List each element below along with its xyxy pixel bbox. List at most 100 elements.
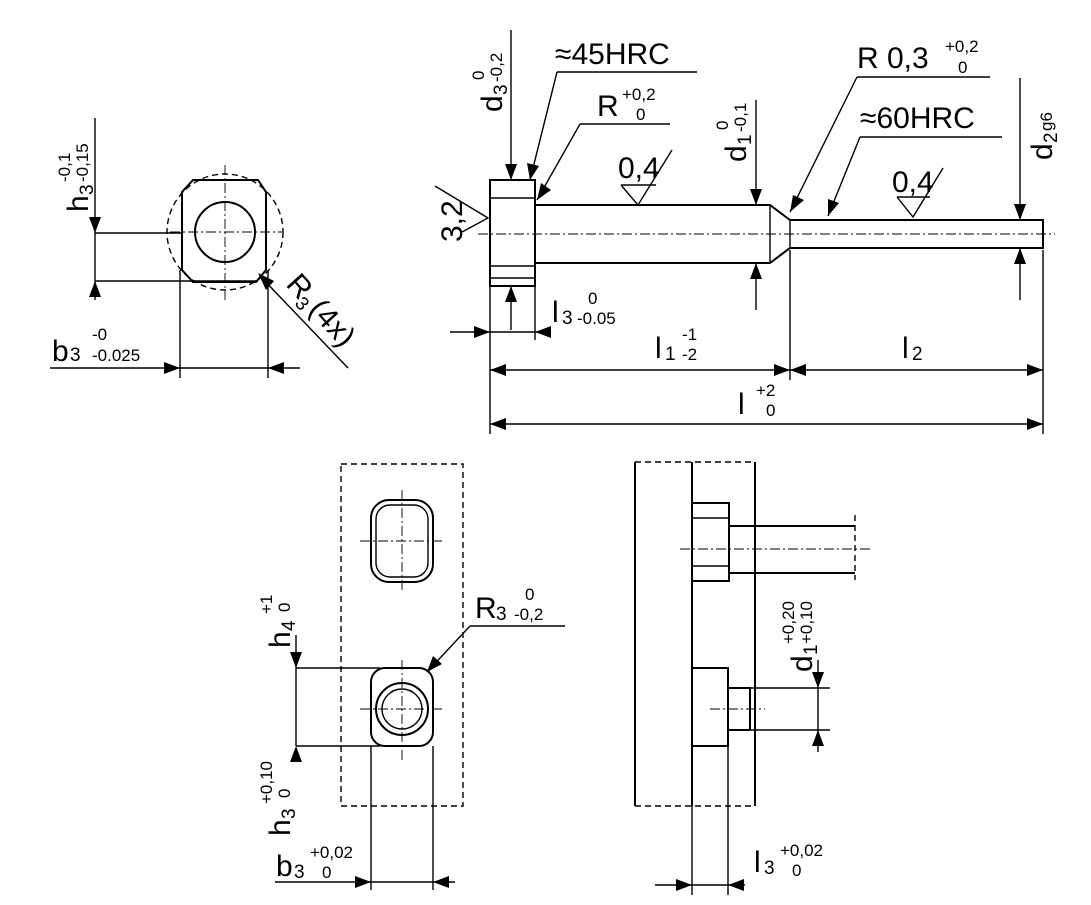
hrc60-label: ≈60HRC xyxy=(860,102,975,135)
svg-text:h: h xyxy=(264,819,297,836)
svg-text:h: h xyxy=(264,631,297,648)
svg-text:-0,1: -0,1 xyxy=(731,103,750,132)
l3-arrow-right xyxy=(535,326,551,338)
plate-b3-tol-upper: +0,02 xyxy=(310,843,353,862)
d2-arrow-top xyxy=(1014,204,1026,220)
svg-text:+0,20: +0,20 xyxy=(779,601,798,644)
upper-pin-head xyxy=(691,502,730,582)
svg-text:1: 1 xyxy=(801,644,822,655)
plate-h3-arrow xyxy=(290,746,302,762)
svg-text:+0,10: +0,10 xyxy=(797,601,816,644)
r-shoulder-tol-lower: 0 xyxy=(958,58,967,77)
r-head-tol-lower: 0 xyxy=(636,105,645,124)
l1-tol-lower: -2 xyxy=(682,345,697,364)
r3-arrow xyxy=(258,273,274,290)
d2-arrow-bottom xyxy=(1014,248,1026,264)
hrc60-arrow xyxy=(828,199,839,216)
r-head-arrow xyxy=(537,183,551,200)
section-d1-label: d 1 +0,20 +0,10 xyxy=(779,601,822,672)
d2-label: d 2 g6 xyxy=(1026,112,1062,160)
l3-tol-upper: 0 xyxy=(588,289,597,308)
svg-text:d: d xyxy=(476,95,509,112)
roughness-head-symbol xyxy=(434,185,490,233)
l3-subscript: 3 xyxy=(562,308,573,329)
hrc45-arrow xyxy=(527,163,539,180)
b3-tol-upper: -0 xyxy=(92,325,107,344)
l1-subscript: 1 xyxy=(665,344,676,365)
svg-text:-0,1: -0,1 xyxy=(55,153,74,182)
svg-text:2: 2 xyxy=(1041,132,1062,143)
svg-text:h: h xyxy=(62,195,95,212)
section-l3-tol-lower: 0 xyxy=(792,861,801,880)
svg-text:3: 3 xyxy=(77,184,98,195)
d3-label: d 3 0 -0,2 xyxy=(469,53,512,112)
plate-r3-symbol: R xyxy=(475,592,497,625)
l3-tol-lower: -0.05 xyxy=(577,309,616,328)
roughness-shank-symbol xyxy=(620,149,673,207)
section-l3-arrow-left xyxy=(676,879,692,891)
plate-view: h 4 +1 0 R 3 0 -0,2 h 3 +0,10 0 b 3 +0,0… xyxy=(257,463,565,890)
roughness-shank-label: 0,4 xyxy=(618,152,660,185)
l3-arrow-left xyxy=(474,326,490,338)
h4-arrow xyxy=(290,652,302,668)
svg-text:4: 4 xyxy=(279,620,300,631)
l-arrow-left xyxy=(490,418,506,430)
h3-label: h 3 -0,1 -0,15 xyxy=(55,143,98,212)
d1-arrow-top xyxy=(750,189,762,205)
r-shoulder-symbol: R 0,3 xyxy=(857,42,929,75)
section-view: d 1 +0,20 +0,10 l 3 +0,02 0 xyxy=(634,461,870,895)
b3-tol-lower: -0.025 xyxy=(92,346,140,365)
l2-arrow-left xyxy=(790,364,806,376)
plate-r3-tol-upper: 0 xyxy=(525,585,534,604)
hrc45-label: ≈45HRC xyxy=(555,38,670,71)
svg-text:+1: +1 xyxy=(257,595,276,614)
plate-outline xyxy=(340,463,464,807)
svg-text:3: 3 xyxy=(491,84,512,95)
d3-arrow-bottom xyxy=(505,286,517,302)
r-shoulder-arrow xyxy=(790,195,804,212)
r3-label: R 3 (4x) xyxy=(280,268,362,354)
r3-leader xyxy=(259,275,349,369)
roughness-tip-label: 0,4 xyxy=(892,166,934,199)
svg-text:g6: g6 xyxy=(1037,112,1056,131)
plate-b3-arrow-left xyxy=(355,876,371,888)
hrc45-leader xyxy=(529,71,558,181)
l2-symbol: l xyxy=(902,332,909,365)
plate-b3-tol-lower: 0 xyxy=(322,863,331,882)
b3-arrow-right xyxy=(268,362,284,374)
svg-text:d: d xyxy=(786,655,819,672)
b3-arrow-left xyxy=(164,362,180,374)
l-tol-upper: +2 xyxy=(756,381,775,400)
l1-tol-upper: -1 xyxy=(682,325,697,344)
b3-symbol: b xyxy=(52,335,69,368)
l-arrow-right xyxy=(1027,418,1043,430)
h3-arrow-bottom xyxy=(89,281,101,297)
plate-b3-subscript: 3 xyxy=(294,862,305,883)
plate-h3-label: h 3 +0,10 0 xyxy=(257,761,300,836)
b3-subscript: 3 xyxy=(70,345,81,366)
svg-text:0: 0 xyxy=(275,789,294,798)
section-l3-tol-upper: +0,02 xyxy=(780,841,823,860)
svg-text:-0,15: -0,15 xyxy=(73,143,92,182)
pin-head xyxy=(489,179,536,287)
roughness-head-label: 3,2 xyxy=(436,200,469,242)
svg-text:d: d xyxy=(720,145,753,162)
roughness-tip-symbol xyxy=(896,167,944,219)
l2-arrow-right xyxy=(1027,364,1043,376)
head-end-view: h 3 -0,1 -0,15 b 3 -0 -0.025 R 3 (4x) xyxy=(50,118,362,378)
plate-r3-subscript: 3 xyxy=(496,604,507,625)
plate-r3-arrow xyxy=(427,656,442,672)
svg-text:0: 0 xyxy=(713,121,732,130)
plate-r3-tol-lower: -0,2 xyxy=(514,605,543,624)
svg-text:0: 0 xyxy=(469,71,488,80)
d3-arrow-top xyxy=(505,164,517,180)
plate-b3-arrow-right xyxy=(433,876,449,888)
h3-arrow-top xyxy=(89,217,101,233)
section-d1-arrow-top xyxy=(812,672,824,688)
head-flat-profile xyxy=(181,179,267,283)
r-head-tol-upper: +0,2 xyxy=(622,85,656,104)
d1-label: d 1 0 -0,1 xyxy=(713,103,756,162)
svg-text:3: 3 xyxy=(279,808,300,819)
r-shoulder-leader xyxy=(789,76,858,213)
h4-label: h 4 +1 0 xyxy=(257,595,300,648)
